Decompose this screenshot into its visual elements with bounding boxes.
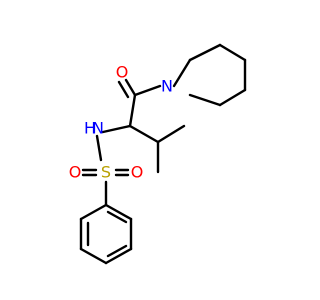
atom-n-amide: N (92, 119, 104, 138)
atom-s: S (101, 163, 111, 182)
bond-layer (79, 43, 247, 265)
atom-h-amide: H (84, 119, 96, 138)
bond-alpha-ch (128, 124, 160, 144)
bond-co-a (124, 78, 137, 97)
bond-ring-3 (218, 43, 247, 62)
bond-ch-me1 (156, 124, 186, 144)
atom-n-piperidine: N (161, 77, 173, 96)
atom-o-carbonyl: O (116, 63, 129, 82)
bond-ph-3 (79, 247, 108, 265)
bond-ring-2 (188, 43, 222, 62)
bond-carbonyl-alpha (128, 93, 137, 128)
bond-ring-6 (188, 93, 222, 107)
molecule-structure: O N N H S O O (69, 43, 247, 265)
bond-ph-4 (104, 247, 133, 265)
bond-ring-5 (218, 88, 247, 107)
bond-ph-inner-2 (106, 244, 128, 258)
bond-co-b (117, 80, 130, 99)
atom-layer: O N N H S O O (69, 63, 173, 182)
bond-ph-6 (104, 203, 133, 221)
atom-o-sulfonyl-right: O (131, 163, 144, 182)
bond-nh-s (95, 134, 103, 162)
atom-o-sulfonyl-left: O (69, 163, 82, 182)
bond-ring-1 (172, 58, 192, 88)
bond-n-carbonyl (133, 84, 162, 97)
bond-ph-1 (79, 203, 108, 221)
bond-alpha-nh (101, 124, 132, 134)
bond-ph-inner-3 (106, 210, 128, 224)
